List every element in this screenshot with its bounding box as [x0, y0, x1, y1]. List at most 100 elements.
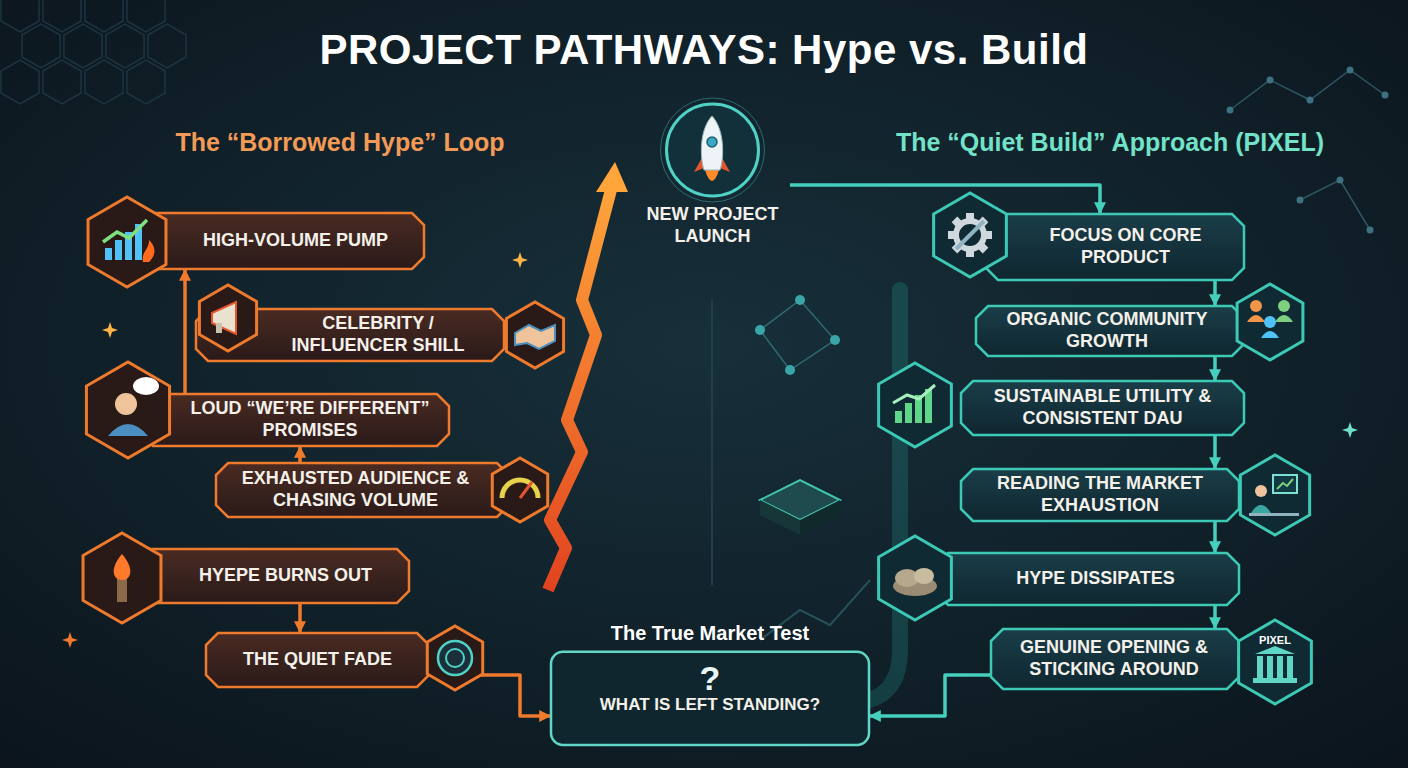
dust-cloud — [895, 569, 919, 587]
node-text-box: ORGANIC COMMUNITY GROWTH — [975, 305, 1245, 357]
node-text: ORGANIC COMMUNITY GROWTH — [989, 309, 1225, 352]
node-text-box: THE QUIET FADE — [205, 632, 430, 688]
icon-hexagon — [1237, 284, 1303, 360]
label-box: The “Borrowed Hype” Loop — [120, 128, 560, 157]
gauge-needle — [520, 482, 532, 498]
gear-tooth — [976, 217, 988, 229]
hype-box-outline — [141, 394, 449, 446]
market-test-box: The True Market Test?WHAT IS LEFT STANDI… — [550, 598, 870, 746]
gear-tooth — [948, 231, 957, 239]
launch-glow — [661, 98, 765, 202]
connector-arrow — [790, 185, 1100, 213]
connector-arrow — [298, 447, 302, 462]
network-dot — [755, 325, 765, 335]
build-box-outline — [991, 629, 1239, 689]
icon-hexagon — [199, 285, 256, 351]
hex-pattern — [148, 24, 186, 68]
connector-arrow — [1213, 281, 1217, 305]
node-text: NEW PROJECT LAUNCH — [641, 204, 784, 247]
network-dot — [1382, 92, 1389, 99]
icon-glyph — [108, 377, 159, 436]
section-heading: The “Borrowed Hype” Loop — [175, 128, 504, 156]
network-dot — [1267, 77, 1274, 84]
torch-handle — [117, 578, 127, 602]
community-body — [1275, 315, 1293, 322]
icon-glyph — [893, 385, 935, 423]
hype-step-box: CELEBRITY / INFLUENCER SHILL — [195, 308, 505, 362]
network-dot — [1227, 107, 1234, 114]
hex-pattern — [43, 60, 81, 104]
hype-step-box: THE QUIET FADE — [205, 632, 430, 688]
building-roof — [1255, 646, 1295, 654]
chart-bar — [895, 411, 902, 423]
hype-box-outline — [206, 633, 429, 687]
build-box-outline — [976, 306, 1244, 356]
node-text: HYEPE BURNS OUT — [199, 565, 372, 587]
screen-chart — [1277, 479, 1293, 489]
chip-decoration — [800, 500, 840, 535]
chart-bar — [925, 389, 932, 423]
chart-bar — [105, 248, 112, 260]
speech-bubble — [133, 377, 159, 395]
network-dot — [830, 335, 840, 345]
node-text-box: HIGH-VOLUME PUMP — [125, 212, 425, 270]
building-column — [1267, 656, 1273, 678]
build-step-box: SUSTAINABLE UTILITY & CONSISTENT DAU — [960, 380, 1245, 436]
trend-line — [893, 385, 935, 403]
network-dot — [795, 295, 805, 305]
community-body — [1261, 331, 1279, 338]
building-column — [1257, 656, 1263, 678]
node-text-box: EXHAUSTED AUDIENCE & CHASING VOLUME — [215, 462, 510, 518]
gear-tooth — [952, 217, 964, 229]
icon-hexagon — [88, 197, 166, 287]
icon-glyph — [515, 325, 555, 349]
community-head — [1278, 300, 1290, 312]
icon-hexagon — [83, 533, 161, 623]
icon-glyph — [1253, 646, 1297, 683]
hex-pattern — [127, 60, 165, 104]
hex-pattern — [1, 0, 39, 32]
torch-flame — [114, 554, 131, 580]
node-text: CELEBRITY / INFLUENCER SHILL — [267, 313, 489, 356]
rocket-body — [701, 116, 722, 170]
rocket-fin — [694, 156, 704, 172]
node-text-box: CELEBRITY / INFLUENCER SHILL — [195, 308, 505, 362]
node-shape — [635, 98, 790, 283]
hype-step-box: HYEPE BURNS OUT — [130, 548, 410, 604]
chart-bar — [125, 232, 132, 260]
connector-arrow — [1213, 357, 1217, 380]
icon-glyph — [438, 641, 472, 675]
decoration — [1, 0, 1389, 700]
gear-tooth — [952, 241, 964, 253]
divider-line — [711, 300, 713, 585]
gear-tooth — [966, 213, 974, 222]
icon-hexagon — [492, 458, 547, 522]
icon-glyph — [893, 568, 937, 596]
screen-glyph — [1273, 475, 1297, 493]
hex-pattern — [85, 0, 123, 32]
node-text-box: SUSTAINABLE UTILITY & CONSISTENT DAU — [960, 380, 1245, 436]
icon-glyph — [212, 302, 236, 334]
coin-inner — [446, 649, 464, 667]
icon-glyph — [502, 480, 538, 498]
desk-glyph — [1249, 513, 1299, 516]
build-step-box: GENUINE OPENING & STICKING AROUND — [990, 628, 1240, 690]
icon-hexagon — [506, 302, 563, 368]
wrench-glyph — [956, 221, 984, 249]
connector-arrow — [298, 604, 302, 632]
network-decoration — [1300, 180, 1370, 230]
icon-glyph — [103, 220, 154, 262]
connector-arrow — [1213, 522, 1217, 552]
node-text: WHAT IS LEFT STANDING? — [600, 695, 820, 715]
sparkle — [62, 632, 78, 648]
person-head — [115, 393, 137, 415]
hype-step-box: EXHAUSTED AUDIENCE & CHASING VOLUME — [215, 462, 510, 518]
build-box-outline — [936, 553, 1239, 605]
connector-arrow — [430, 675, 550, 716]
chart-bar — [915, 395, 922, 423]
hype-box-outline — [196, 309, 504, 361]
build-step-box: ORGANIC COMMUNITY GROWTH — [975, 305, 1245, 357]
dust-cloud — [893, 576, 937, 596]
build-step-box: READING THE MARKET EXHAUSTION — [960, 468, 1240, 522]
